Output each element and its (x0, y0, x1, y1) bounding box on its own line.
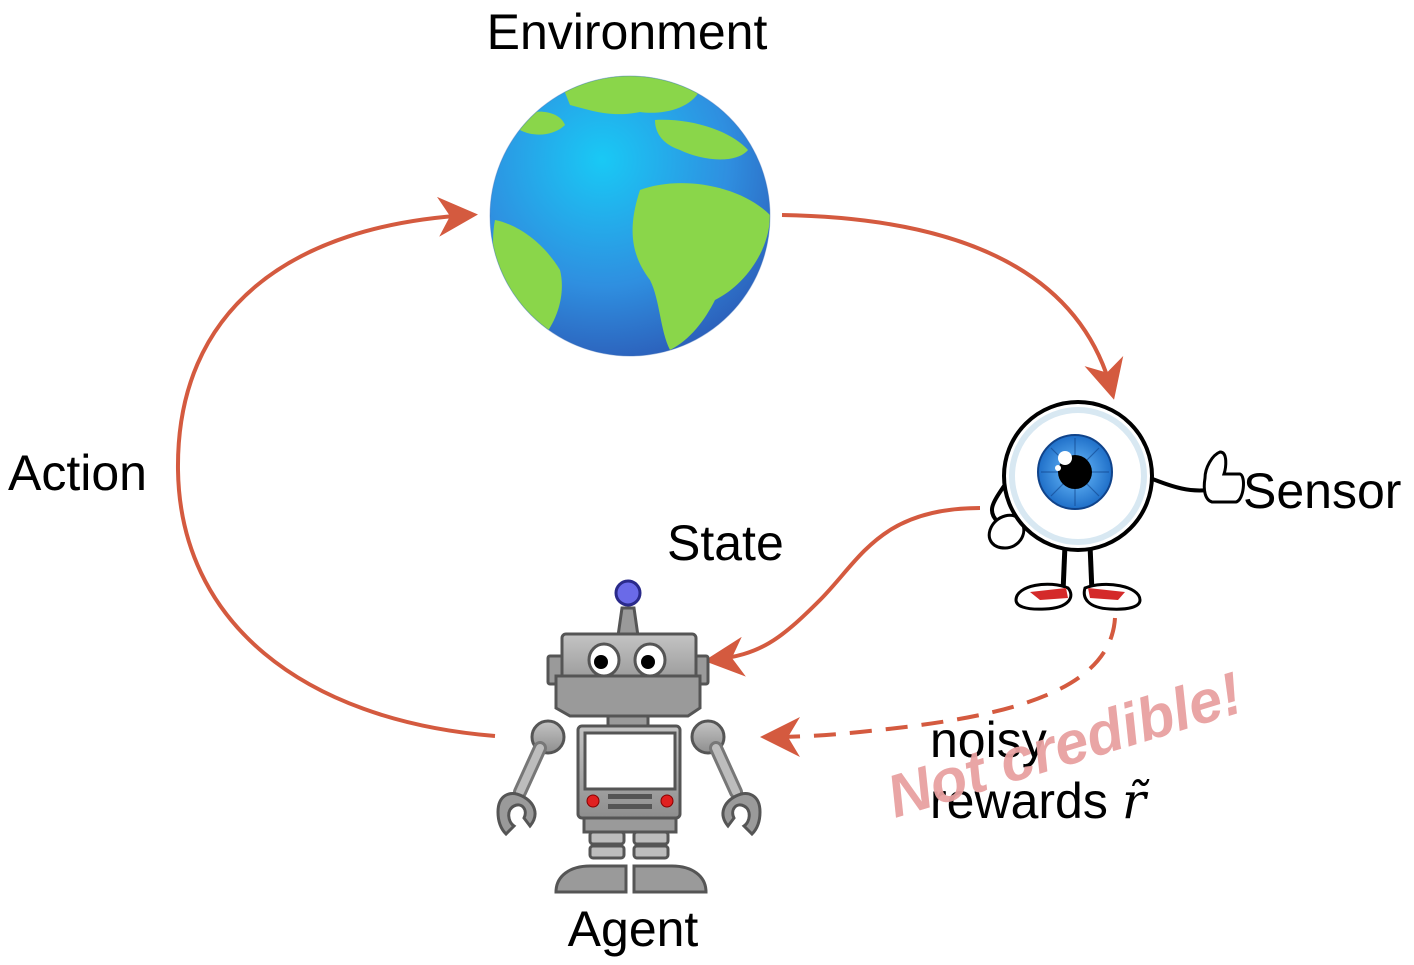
observe-arrow (781, 213, 1124, 400)
arrows (175, 196, 1124, 757)
rewards-text: rewards (930, 773, 1108, 829)
sensor-label: Sensor (1243, 463, 1401, 519)
action-arrow (175, 196, 496, 738)
environment-label: Environment (487, 4, 768, 60)
state-label: State (667, 515, 784, 571)
agent-label: Agent (568, 901, 699, 957)
eyeball-character-icon (987, 400, 1245, 611)
reward-symbol: r̃ (1122, 772, 1150, 830)
noisy-reward-arrow (760, 617, 1117, 757)
robot-icon (496, 579, 762, 894)
action-label: Action (8, 445, 147, 501)
state-arrow (704, 506, 981, 677)
globe-icon (489, 75, 771, 357)
noisy-label: noisy (930, 712, 1047, 768)
